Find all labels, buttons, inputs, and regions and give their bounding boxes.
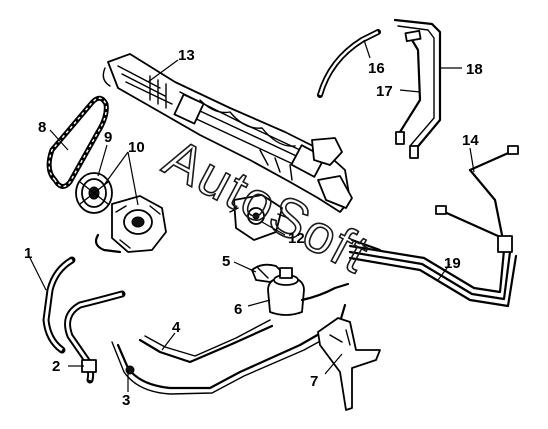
callout-labels: 13 8 9 10 12 5 6 1 2 3 4 7 14 16 17 18 1… — [24, 47, 483, 409]
callout-13: 13 — [178, 47, 195, 64]
callout-12: 12 — [288, 230, 305, 247]
callout-6: 6 — [234, 301, 242, 318]
callout-16: 16 — [368, 60, 385, 77]
callout-1: 1 — [24, 245, 32, 262]
callout-14: 14 — [462, 132, 479, 149]
cooler-line-right — [435, 145, 519, 238]
pump-pulley — [75, 172, 113, 214]
power-steering-pump — [94, 195, 167, 254]
cooler-lines-upper — [317, 18, 442, 159]
pressure-line-assembly — [111, 303, 347, 395]
rack-mount-bracket — [229, 194, 289, 241]
drive-belt — [46, 95, 109, 189]
return-hose — [42, 256, 76, 354]
pressure-hose — [64, 290, 126, 384]
long-feed-lines — [348, 235, 518, 308]
callout-5: 5 — [222, 253, 230, 270]
steering-rack — [102, 53, 353, 213]
callout-18: 18 — [466, 61, 483, 78]
callout-10: 10 — [128, 139, 145, 156]
leader-lines — [29, 39, 475, 392]
callout-9: 9 — [104, 129, 112, 146]
callout-4: 4 — [172, 319, 181, 336]
callout-8: 8 — [38, 119, 46, 136]
lower-mounting-bracket — [317, 317, 381, 411]
fluid-reservoir — [267, 267, 350, 316]
callout-17: 17 — [376, 83, 393, 100]
callout-2: 2 — [52, 358, 60, 375]
callout-3: 3 — [122, 392, 130, 409]
callout-7: 7 — [310, 373, 318, 390]
callout-19: 19 — [444, 255, 461, 272]
